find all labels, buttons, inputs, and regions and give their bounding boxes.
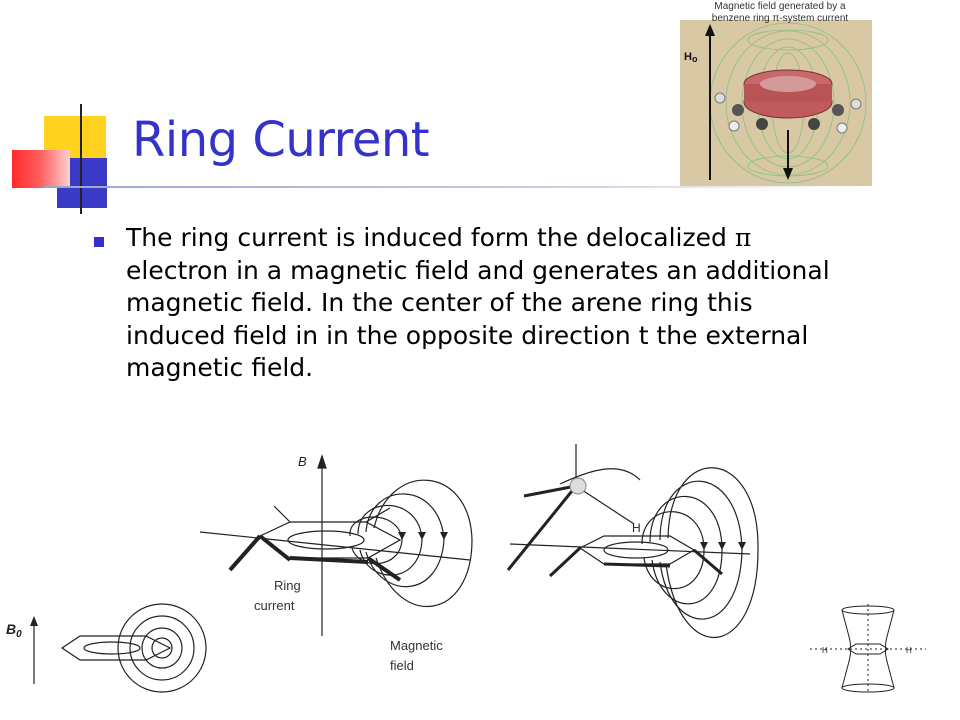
inset-caption-line: benzene ring π-system current [711, 13, 849, 24]
bullet-line: electron in a magnetic field and generat… [126, 255, 830, 285]
ring-current-label-1: Ring [274, 578, 301, 593]
b0-label: B [6, 621, 16, 637]
field-label-sub: o [692, 54, 698, 64]
title-underline [44, 186, 864, 188]
benzene-field-image: Ho [680, 20, 872, 186]
svg-text:B0: B0 [6, 621, 22, 640]
inset-caption-line: Magnetic field generated by a [714, 1, 846, 12]
decor-vertical-line [80, 104, 82, 214]
bullet-line: magnetic field. In the center of the are… [126, 288, 753, 317]
axis-label-b: B [298, 454, 307, 469]
inset-caption: Magnetic field generated by a benzene ri… [686, 1, 874, 25]
magnetic-field-label-1: Magnetic [390, 638, 443, 653]
decor-red-square [12, 150, 70, 188]
pi-symbol: π [734, 223, 752, 252]
ring-current-label-2: current [254, 598, 295, 613]
slide-title: Ring Current [132, 112, 430, 168]
h-right-label: H [906, 646, 912, 655]
b0-label-sub: 0 [16, 629, 22, 640]
h-label: H [632, 521, 641, 535]
proton-shielding-diagram: H [506, 444, 759, 638]
corner-field-diagram-right: H H [810, 604, 926, 694]
corner-field-diagram-left: B0 [6, 603, 207, 693]
field-label: H [684, 51, 692, 63]
h-left-label: H [822, 646, 828, 655]
bullet-line: magnetic field. [126, 353, 314, 382]
bullet-line: induced field in in the opposite directi… [126, 320, 809, 350]
magnetic-field-label-2: field [390, 658, 414, 673]
bullet-marker [94, 237, 104, 247]
bullet-line: The ring current is induced form the del… [126, 223, 752, 252]
svg-text:Ho: Ho [684, 51, 698, 64]
decor-squares [0, 0, 140, 220]
bullet-text: The ring current is induced form the del… [126, 222, 926, 385]
ring-current-diagram: B Ring current Magnetic field [199, 454, 473, 673]
